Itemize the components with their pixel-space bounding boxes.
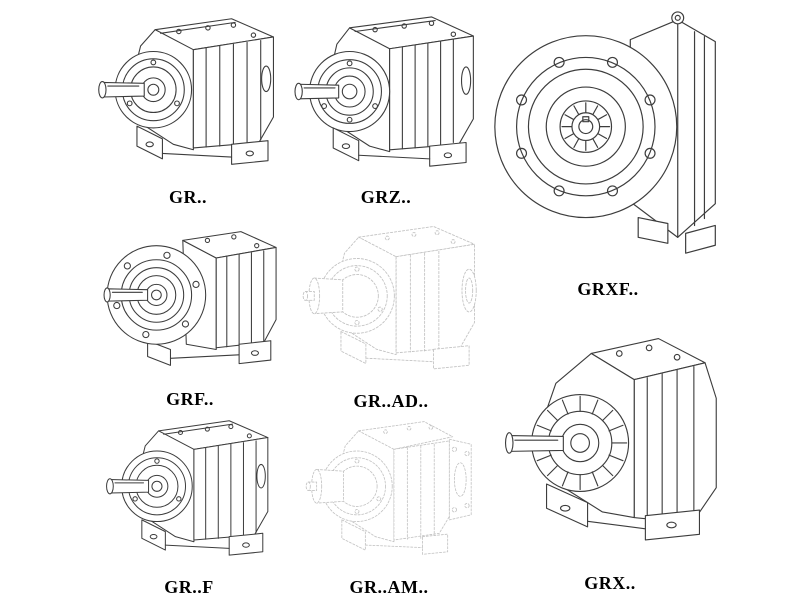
gearbox-drawing-grz bbox=[286, 2, 486, 184]
flange-front-gearbox-illustration bbox=[489, 6, 727, 271]
gearbox-drawing-grf bbox=[86, 210, 294, 386]
model-cell-gram: GR..AM.. bbox=[286, 406, 492, 600]
large-foot-mounted-gearbox-illustration bbox=[489, 305, 731, 564]
foot-mounted-gearbox-illustration bbox=[90, 6, 286, 181]
flange-mounted-gearbox-illustration bbox=[90, 214, 290, 383]
model-cell-gr: GR.. bbox=[86, 2, 290, 210]
model-label-grf: GRF.. bbox=[166, 388, 214, 409]
input-adapter-gearbox-illustration bbox=[290, 214, 492, 385]
model-label-gram: GR..AM.. bbox=[349, 576, 429, 597]
gearbox-drawing-grx bbox=[484, 300, 736, 570]
gearbox-drawing-grad bbox=[286, 210, 496, 388]
model-cell-grz: GRZ.. bbox=[286, 2, 486, 210]
model-cell-grx: GRX.. bbox=[484, 300, 736, 596]
motor-adapter-gearbox-illustration bbox=[290, 409, 488, 570]
foot-mounted-gearbox-illustration bbox=[290, 6, 482, 181]
model-label-grz: GRZ.. bbox=[360, 186, 412, 207]
model-cell-grf: GRF.. bbox=[86, 210, 294, 412]
model-cell-grad: GR..AD.. bbox=[286, 210, 496, 414]
model-label-grx: GRX.. bbox=[584, 572, 636, 593]
gearbox-drawing-grdotf bbox=[86, 406, 292, 574]
model-cell-grxf: GRXF.. bbox=[484, 0, 732, 302]
gearbox-drawing-gram bbox=[286, 406, 492, 574]
gearbox-drawing-grxf bbox=[484, 0, 732, 276]
foot-mounted-gearbox-illustration bbox=[90, 409, 288, 570]
model-cell-grdotf: GR..F bbox=[86, 406, 292, 600]
gearbox-drawing-gr bbox=[86, 2, 290, 184]
model-label-grxf: GRXF.. bbox=[577, 278, 639, 299]
model-label-grdotf: GR..F bbox=[164, 576, 214, 597]
model-label-grad: GR..AD.. bbox=[353, 390, 429, 411]
model-label-gr: GR.. bbox=[169, 186, 207, 207]
